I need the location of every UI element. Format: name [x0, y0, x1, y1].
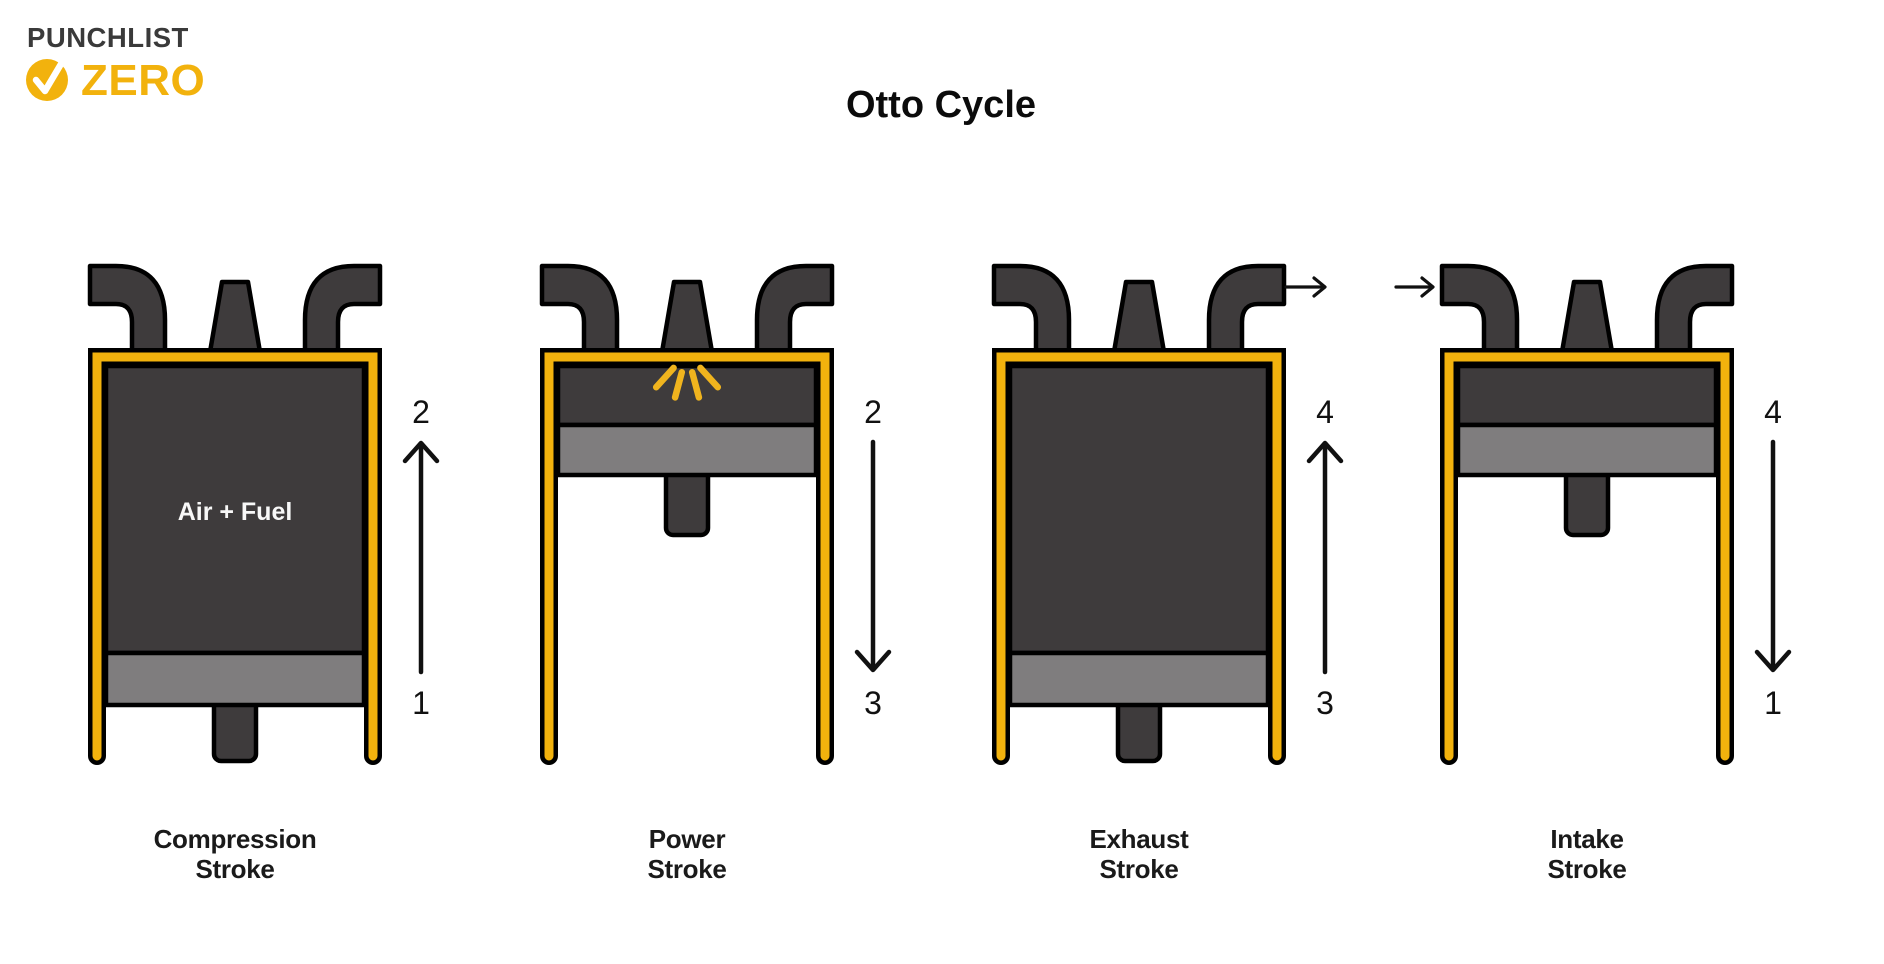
motion-arrow-up [405, 443, 437, 672]
logo-brand-top: PUNCHLIST [27, 22, 189, 53]
sequence-number-bottom: 1 [1764, 685, 1782, 721]
intake-flow-arrow-icon [1394, 276, 1435, 298]
sequence-number-bottom: 3 [1316, 685, 1334, 721]
stroke-label-line1: Intake [1550, 824, 1623, 854]
sequence-number-bottom: 1 [412, 685, 430, 721]
stroke-label-line1: Exhaust [1089, 824, 1189, 854]
page-title: Otto Cycle [846, 84, 1036, 126]
stroke-label-line2: Stroke [647, 854, 726, 884]
sequence-number-top: 2 [412, 394, 430, 430]
logo: PUNCHLIST ZERO [26, 22, 205, 105]
stroke-label-line1: Power [649, 824, 726, 854]
cylinder-power: 2 3 Power Stroke [542, 266, 889, 884]
piston-assembly [1458, 366, 1716, 535]
logo-brand-bottom: ZERO [81, 56, 205, 105]
chamber-label: Air + Fuel [178, 498, 293, 526]
sequence-number-top: 2 [864, 394, 882, 430]
check-icon [32, 60, 65, 95]
piston-assembly [558, 366, 816, 535]
stroke-label-line2: Stroke [195, 854, 274, 884]
piston-assembly [106, 366, 364, 761]
sequence-number-bottom: 3 [864, 685, 882, 721]
stroke-label-line2: Stroke [1099, 854, 1178, 884]
motion-arrow-down [1757, 442, 1789, 670]
motion-arrow-up [1309, 443, 1341, 672]
sequence-number-top: 4 [1316, 394, 1334, 430]
cylinder-intake: 4 1 Intake Stroke [1394, 266, 1789, 884]
cylinder-compression: Air + Fuel 2 1 Compression Stroke [90, 266, 437, 884]
stroke-label-line2: Stroke [1547, 854, 1626, 884]
cylinder-exhaust: 4 3 Exhaust Stroke [994, 266, 1341, 884]
spark-icon [652, 364, 722, 401]
sequence-number-top: 4 [1764, 394, 1782, 430]
stroke-label-line1: Compression [154, 824, 317, 854]
piston-assembly [1010, 366, 1268, 761]
exhaust-flow-arrow-icon [1284, 276, 1327, 298]
motion-arrow-down [857, 442, 889, 670]
